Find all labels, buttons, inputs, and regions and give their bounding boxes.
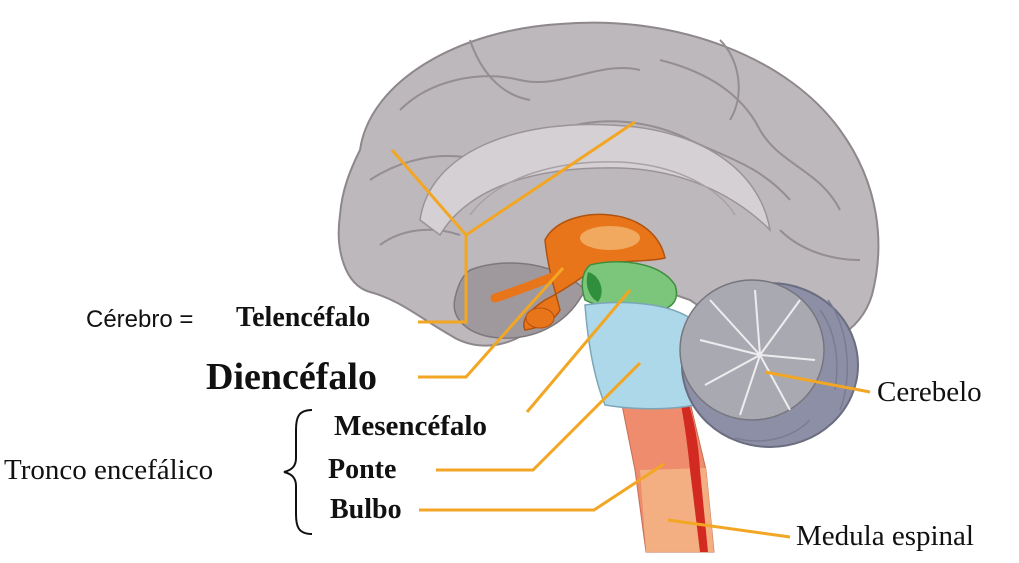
label-diencefalo: Diencéfalo: [206, 355, 377, 399]
label-cerebelo: Cerebelo: [877, 376, 982, 409]
label-cerebro-prefix: Cérebro =: [86, 306, 193, 334]
label-telencefalo: Telencéfalo: [236, 302, 370, 334]
label-ponte: Ponte: [328, 454, 396, 486]
label-medula-espinal: Medula espinal: [796, 520, 974, 553]
label-bulbo: Bulbo: [330, 494, 402, 526]
cerebellum: [680, 280, 824, 420]
tronco-brace: [284, 410, 312, 534]
label-mesencefalo: Mesencéfalo: [334, 410, 487, 443]
label-tronco-encefalico: Tronco encefálico: [4, 454, 213, 487]
